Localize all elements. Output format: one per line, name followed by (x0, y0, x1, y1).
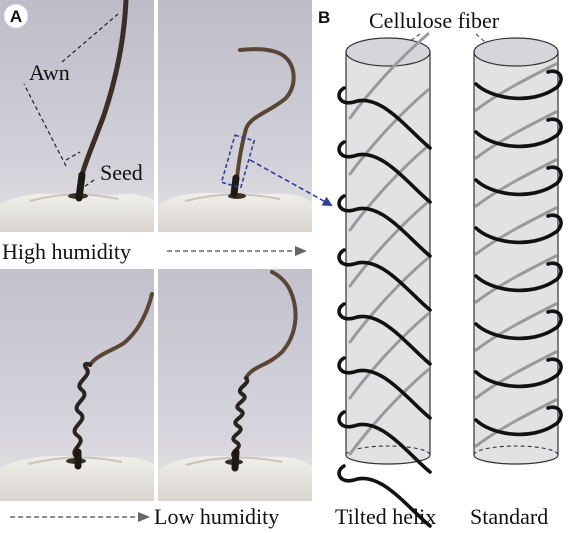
awn-tail-1 (88, 292, 154, 367)
cylinder-standard (473, 37, 563, 465)
photo-low-humidity-1 (0, 269, 154, 501)
label-tilted-helix: Tilted helix (335, 504, 436, 529)
fiber-front-strand (337, 302, 432, 366)
panel-a: A Awn Seed High humidity Low humidity (0, 0, 333, 529)
photo-high-humidity-2 (158, 0, 312, 232)
fiber-back-strand (474, 302, 558, 352)
fiber-back-strand (348, 312, 430, 400)
fiber-front-strand (337, 194, 432, 258)
panel-a-letter: A (10, 7, 22, 26)
fiber-front-strand (337, 410, 432, 474)
fiber-back-strand (348, 200, 430, 288)
fiber-front-strand (337, 464, 432, 528)
fiber-front-strand (474, 405, 563, 437)
fiber-front-strand (337, 356, 432, 420)
fiber-front-strand (337, 140, 432, 204)
panel-a-badge (3, 3, 29, 29)
seed-body (75, 171, 86, 202)
fiber-back-strand (474, 254, 558, 304)
fiber-back-strand (474, 398, 558, 448)
fiber-back-strand (474, 158, 558, 208)
awn-tail-2 (244, 270, 298, 380)
panel-b: B Cellulose fiber Tilted helix Standard (318, 8, 563, 529)
fiber-back-strand (474, 110, 558, 160)
photo-high-humidity-1 (0, 0, 154, 232)
awn-curved (232, 47, 296, 192)
caption-low-humidity: Low humidity (154, 504, 279, 529)
awn-coil-2 (231, 376, 250, 460)
label-standard: Standard (470, 504, 548, 529)
label-cellulose-fiber: Cellulose fiber (369, 8, 500, 33)
fiber-back-strand (348, 88, 430, 176)
photo-low-humidity-2 (158, 269, 312, 501)
fiber-back-strand (474, 62, 558, 112)
fiber-front-strand (337, 86, 432, 150)
zoom-box (220, 134, 256, 189)
label-seed: Seed (100, 160, 143, 185)
fiber-back-strand (348, 144, 430, 232)
caption-high-humidity: High humidity (2, 239, 131, 264)
fiber-front-strand (474, 117, 563, 149)
fiber-front-strand (337, 248, 432, 312)
fiber-front-strand (474, 309, 563, 341)
fiber-back-strand (348, 368, 430, 456)
fiber-front-strand (474, 357, 563, 389)
fiber-front-strand (474, 69, 563, 101)
fiber-back-strand (348, 32, 430, 120)
fiber-front-strand (474, 213, 563, 245)
fiber-front-strand (474, 165, 563, 197)
panel-b-letter: B (318, 8, 330, 27)
fiber-front-strand (474, 261, 563, 293)
fiber-back-strand (348, 256, 430, 344)
fiber-back-strand (474, 206, 558, 256)
label-awn: Awn (29, 60, 70, 85)
awn-straight (79, 0, 129, 178)
cylinder-tilted-helix (337, 32, 432, 528)
awn-coil-1 (72, 361, 92, 460)
fiber-back-strand (474, 350, 558, 400)
